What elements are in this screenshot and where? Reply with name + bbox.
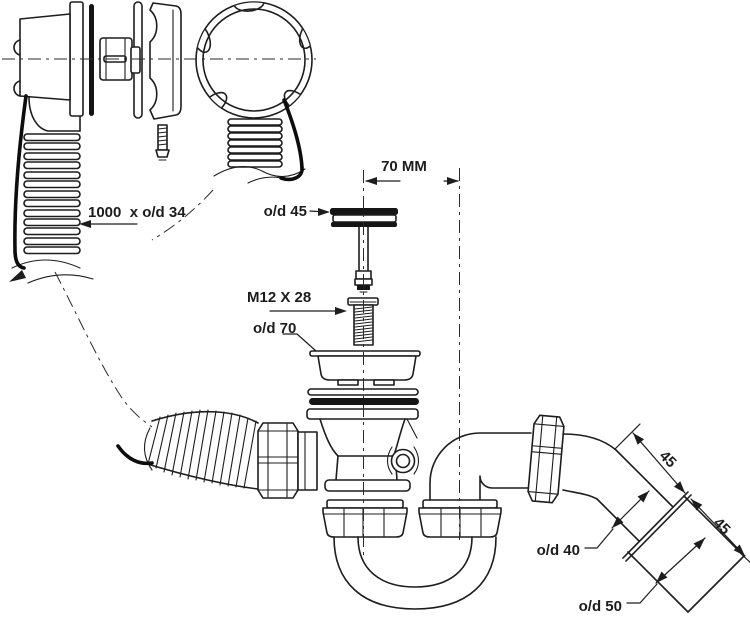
dimension-od50 (626, 537, 706, 604)
tailpiece (297, 431, 318, 491)
pop-up-cables (9, 94, 304, 466)
label-45-lower: 45 (710, 514, 734, 538)
label-od70: o/d 70 (253, 320, 296, 337)
compression-nut (257, 422, 318, 499)
overflow-hose-front-view (213, 118, 306, 184)
waste-flange-od70 (307, 350, 421, 396)
hose-break-line (143, 427, 153, 471)
leader-hose-1000 (79, 220, 138, 228)
p-trap (322, 499, 502, 610)
dimension-od40 (584, 490, 650, 549)
label-hose-1000-od34: 1000 x o/d 34 (88, 204, 186, 221)
overflow-body-side-view (13, 1, 94, 132)
waste-tee-body (306, 408, 420, 492)
leader-m12 (269, 307, 347, 315)
leader-od70 (282, 333, 317, 352)
trap-nut-left-flange (326, 499, 404, 509)
label-70mm: 70 MM (381, 158, 427, 175)
u-bend (333, 536, 497, 610)
label-od40: o/d 40 (537, 542, 580, 559)
outlet-flange (622, 491, 689, 559)
outlet-nut (527, 414, 565, 504)
overflow-gasket (89, 4, 94, 116)
label-od50: o/d 50 (579, 598, 622, 615)
fixing-screw (155, 124, 170, 161)
leader-od45 (309, 208, 330, 216)
outlet-pipe (562, 433, 745, 613)
overflow-knob-exploded-side (99, 1, 182, 161)
tee-side-boss (390, 448, 416, 474)
label-od45: o/d 45 (264, 203, 307, 220)
dimension-70mm (365, 177, 459, 185)
dimension-outlet-45-lower (690, 498, 750, 564)
hose-break-line (27, 274, 94, 284)
label-45-upper: 45 (656, 447, 680, 471)
waste-gasket (309, 398, 419, 405)
outlet-elbow (429, 432, 532, 501)
dimension-outlet-45-upper (614, 423, 686, 494)
centerlines (2, 58, 460, 558)
trap-nut-left (322, 507, 408, 538)
knob-side-view (149, 2, 182, 120)
hose-break-line (213, 165, 306, 178)
overflow-hose-to-trap (140, 409, 259, 490)
overflow-hose-side-view (11, 133, 94, 284)
label-m12x28: M12 X 28 (247, 289, 311, 306)
overflow-knob-front-view (195, 1, 313, 119)
